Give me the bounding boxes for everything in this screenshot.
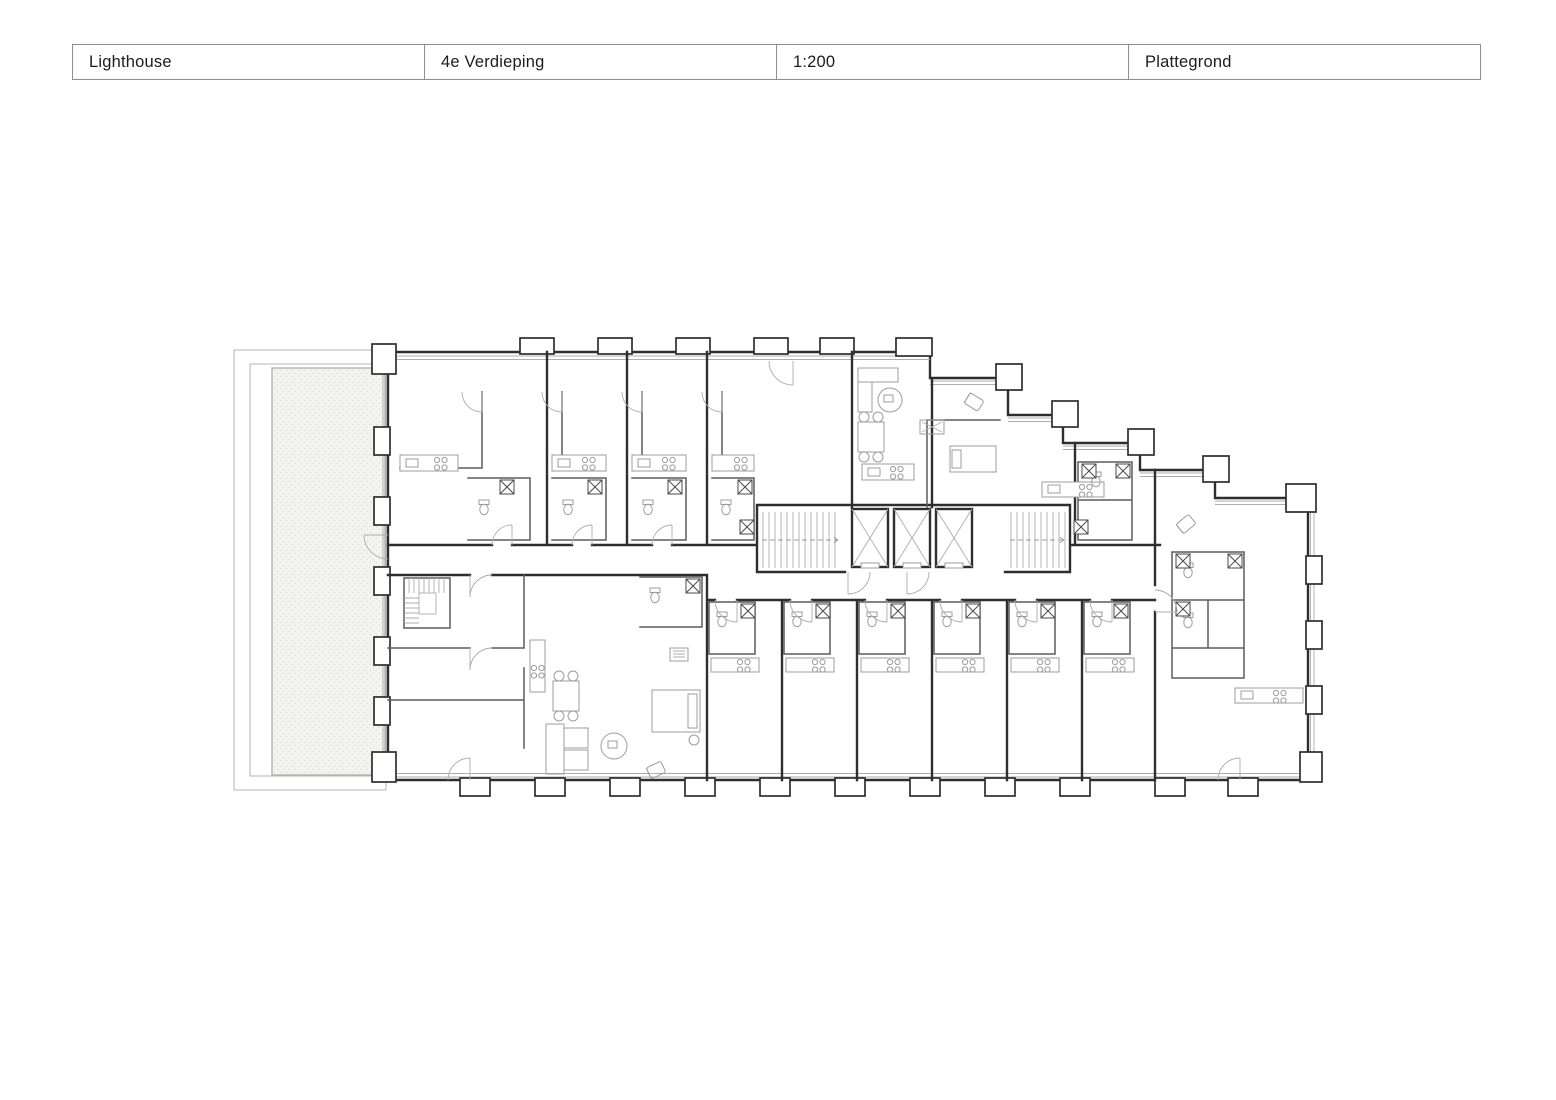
titleblock-floor: 4e Verdieping [425,45,777,79]
staircase-spiral [403,577,451,629]
titleblock: Lighthouse 4e Verdieping 1:200 Plattegro… [72,44,1481,80]
kitchen-counters [399,454,1304,704]
boiler [669,647,689,662]
bed-2 [949,445,997,473]
furniture [545,367,1197,780]
wardrobe [919,419,945,435]
elevator-core [850,507,974,569]
titleblock-drawing-type: Plattegrond [1145,52,1232,71]
staircase-east [1010,512,1066,568]
titleblock-project: Lighthouse [73,45,425,79]
terrace [233,349,387,791]
interior-walls [386,350,1245,782]
elevator-x-icon [851,508,973,568]
titleblock-scale: 1:200 [777,45,1129,79]
building-outline [382,350,1315,782]
bed [651,689,701,746]
sofa [545,723,628,775]
pilasters [371,337,1323,797]
door-swings [363,360,1241,781]
staircase-west [762,512,839,568]
partition-walls [387,391,1245,749]
